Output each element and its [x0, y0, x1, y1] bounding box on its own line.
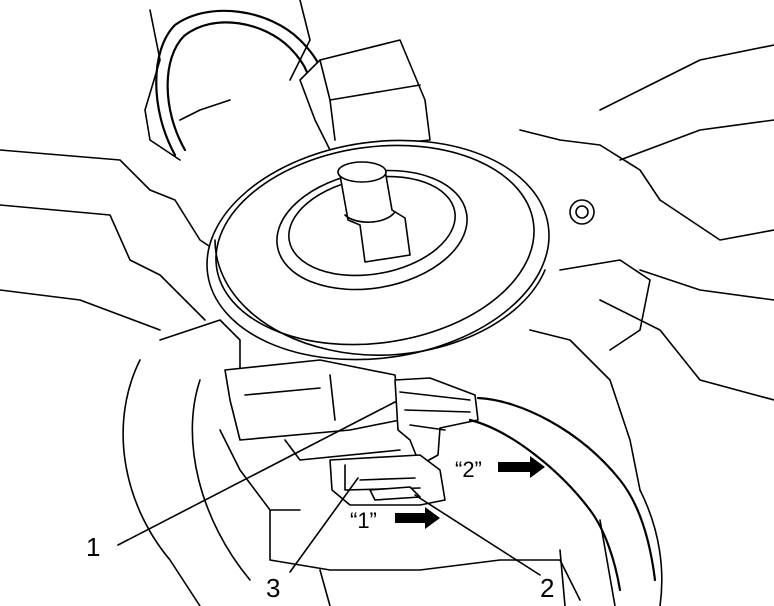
mounting-hole	[569, 199, 595, 225]
direction-arrow-2	[498, 456, 545, 478]
callout-3: 3	[266, 573, 280, 603]
callout-2: 2	[540, 573, 554, 603]
step-label-1: “1”	[350, 508, 377, 533]
connector-holder	[224, 359, 401, 461]
direction-arrow-1	[395, 507, 440, 529]
connector-part-1	[394, 377, 479, 466]
lock-part-2	[369, 486, 421, 501]
top-connector	[299, 39, 431, 151]
callout-1: 1	[86, 532, 100, 562]
leader-line-1	[117, 401, 396, 546]
wire-harness	[155, 9, 325, 157]
steering-shaft	[337, 161, 411, 263]
step-label-2: “2”	[455, 457, 482, 482]
leader-lines	[117, 401, 541, 576]
leader-line-2	[414, 494, 541, 576]
leader-line-3	[289, 477, 359, 573]
connector-wires	[468, 396, 657, 592]
